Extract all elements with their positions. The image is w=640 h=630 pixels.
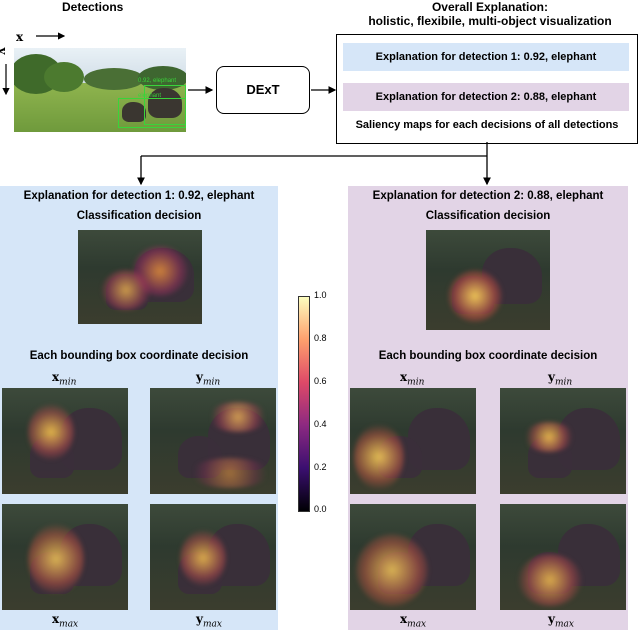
- right-xmin-sub: min: [407, 377, 425, 388]
- right-xmin-var: x: [400, 370, 408, 384]
- left-bbox-title: Each bounding box coordinate decision: [29, 350, 249, 362]
- arrow-to-dext: [188, 86, 214, 94]
- explanation-1-row: Explanation for detection 1: 0.92, eleph…: [343, 43, 629, 71]
- detections-label: Detections: [62, 0, 124, 14]
- right-ymin-label: ymin: [548, 370, 572, 387]
- detection-label-2: elephant: [138, 93, 162, 99]
- detection-box-2: [118, 98, 186, 128]
- split-arrows: [137, 142, 491, 186]
- colorbar-ticks: 1.0 0.8 0.6 0.4 0.2 0.0: [314, 290, 344, 516]
- left-ymin-sub: min: [202, 377, 221, 388]
- left-xmax-sub: max: [59, 619, 79, 630]
- right-bbox-title: Each bounding box coordinate decision: [378, 350, 598, 362]
- left-ymax-label: ymax: [196, 612, 222, 629]
- right-ymin-saliency: [500, 388, 626, 494]
- axis-arrows: [2, 32, 66, 96]
- explanation-2-row: Explanation for detection 2: 0.88, eleph…: [343, 83, 629, 111]
- left-ymin-label: ymin: [196, 370, 220, 387]
- left-classification-label: Classification decision: [76, 210, 202, 222]
- colorbar-tick-6: 0.0: [314, 504, 327, 514]
- right-classification-label: Classification decision: [425, 210, 551, 222]
- colorbar-tick-3: 0.6: [314, 376, 327, 386]
- left-ymin-saliency: [150, 388, 276, 494]
- arrow-to-overall: [311, 86, 337, 94]
- colorbar-tick-4: 0.4: [314, 419, 327, 429]
- left-classification-saliency: [78, 230, 202, 324]
- right-ymax-var: y: [548, 612, 555, 626]
- saliency-caption: Saliency maps for each decisions of all …: [355, 119, 619, 131]
- left-ymax-saliency: [150, 504, 276, 610]
- left-xmax-label: xmax: [52, 612, 78, 629]
- right-xmax-label: xmax: [400, 612, 426, 629]
- colorbar-tick-5: 0.2: [314, 462, 327, 472]
- overall-title-line2: holistic, flexibile, multi-object visual…: [368, 14, 612, 28]
- right-panel-title: Explanation for detection 2: 0.88, eleph…: [372, 190, 604, 202]
- left-xmin-saliency: [2, 388, 128, 494]
- axis-x-label: x: [16, 30, 24, 44]
- colorbar: [298, 296, 310, 512]
- right-ymin-sub: min: [554, 377, 573, 388]
- right-xmax-saliency: [350, 504, 476, 610]
- right-xmax-var: x: [400, 612, 408, 626]
- overall-title-line1: Overall Explanation:: [431, 0, 549, 14]
- right-xmin-saliency: [350, 388, 476, 494]
- left-ymax-sub: max: [202, 619, 222, 630]
- overall-explanation-box: Explanation for detection 1: 0.92, eleph…: [336, 34, 638, 144]
- left-xmin-label: xmin: [52, 370, 76, 387]
- right-ymin-var: y: [548, 370, 555, 384]
- right-ymax-label: ymax: [548, 612, 574, 629]
- colorbar-tick-2: 0.8: [314, 333, 327, 343]
- right-xmin-label: xmin: [400, 370, 424, 387]
- colorbar-tick-1: 1.0: [314, 290, 327, 300]
- right-ymax-sub: max: [554, 619, 574, 630]
- input-image: 0.92, elephant elephant: [14, 48, 186, 132]
- left-explanation-panel: Explanation for detection 1: 0.92, eleph…: [0, 186, 278, 630]
- left-panel-title: Explanation for detection 1: 0.92, eleph…: [23, 190, 255, 202]
- left-xmax-saliency: [2, 504, 128, 610]
- left-ymax-var: y: [196, 612, 203, 626]
- right-xmax-sub: max: [407, 619, 427, 630]
- axis-y-label: y: [0, 48, 9, 55]
- right-explanation-panel: Explanation for detection 2: 0.88, eleph…: [348, 186, 628, 630]
- left-xmin-var: x: [52, 370, 60, 384]
- right-ymax-saliency: [500, 504, 626, 610]
- left-ymin-var: y: [196, 370, 203, 384]
- detection-label-1: 0.92, elephant: [138, 78, 177, 84]
- left-xmin-sub: min: [59, 377, 77, 388]
- right-classification-saliency: [426, 230, 550, 330]
- dext-box: DExT: [216, 66, 310, 114]
- left-xmax-var: x: [52, 612, 60, 626]
